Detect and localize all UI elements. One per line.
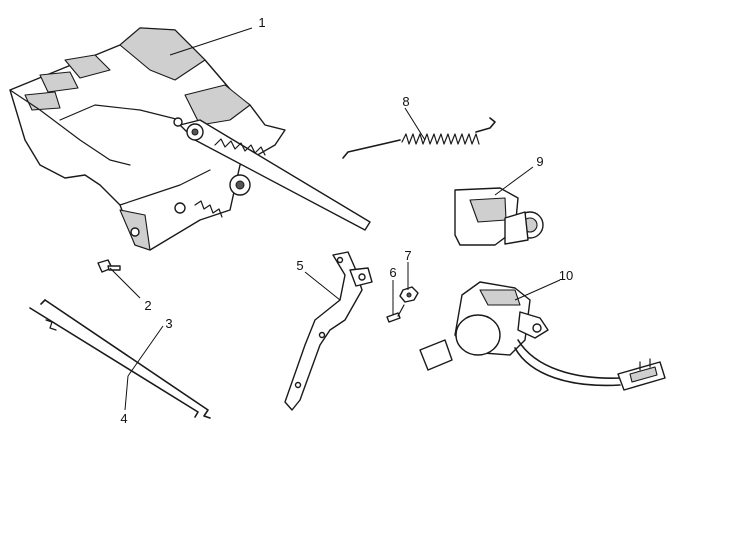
callout-5: 5 (296, 258, 303, 273)
callout-4: 4 (120, 411, 127, 426)
part-4-rod (29, 307, 199, 418)
callout-10: 10 (559, 268, 573, 283)
part-5-bracket (284, 251, 373, 411)
callout-7: 7 (404, 248, 411, 263)
part-3-rod (40, 299, 211, 419)
callout-3: 3 (165, 316, 172, 331)
callout-2: 2 (144, 298, 151, 313)
leader-lines (109, 27, 561, 411)
callout-1: 1 (258, 15, 265, 30)
callout-8: 8 (402, 94, 409, 109)
part-7-nut (399, 286, 419, 303)
callout-9: 9 (536, 154, 543, 169)
part-9-cable-holder (454, 187, 544, 246)
part-1-control-housing (9, 27, 371, 251)
callout-labels: 1 2 3 4 5 6 7 8 9 10 (120, 15, 573, 426)
part-8-spring (342, 117, 496, 159)
part-2-bolt (97, 259, 121, 273)
part-6-pin (386, 304, 405, 323)
part-10-solenoid (419, 281, 666, 391)
callout-6: 6 (389, 265, 396, 280)
